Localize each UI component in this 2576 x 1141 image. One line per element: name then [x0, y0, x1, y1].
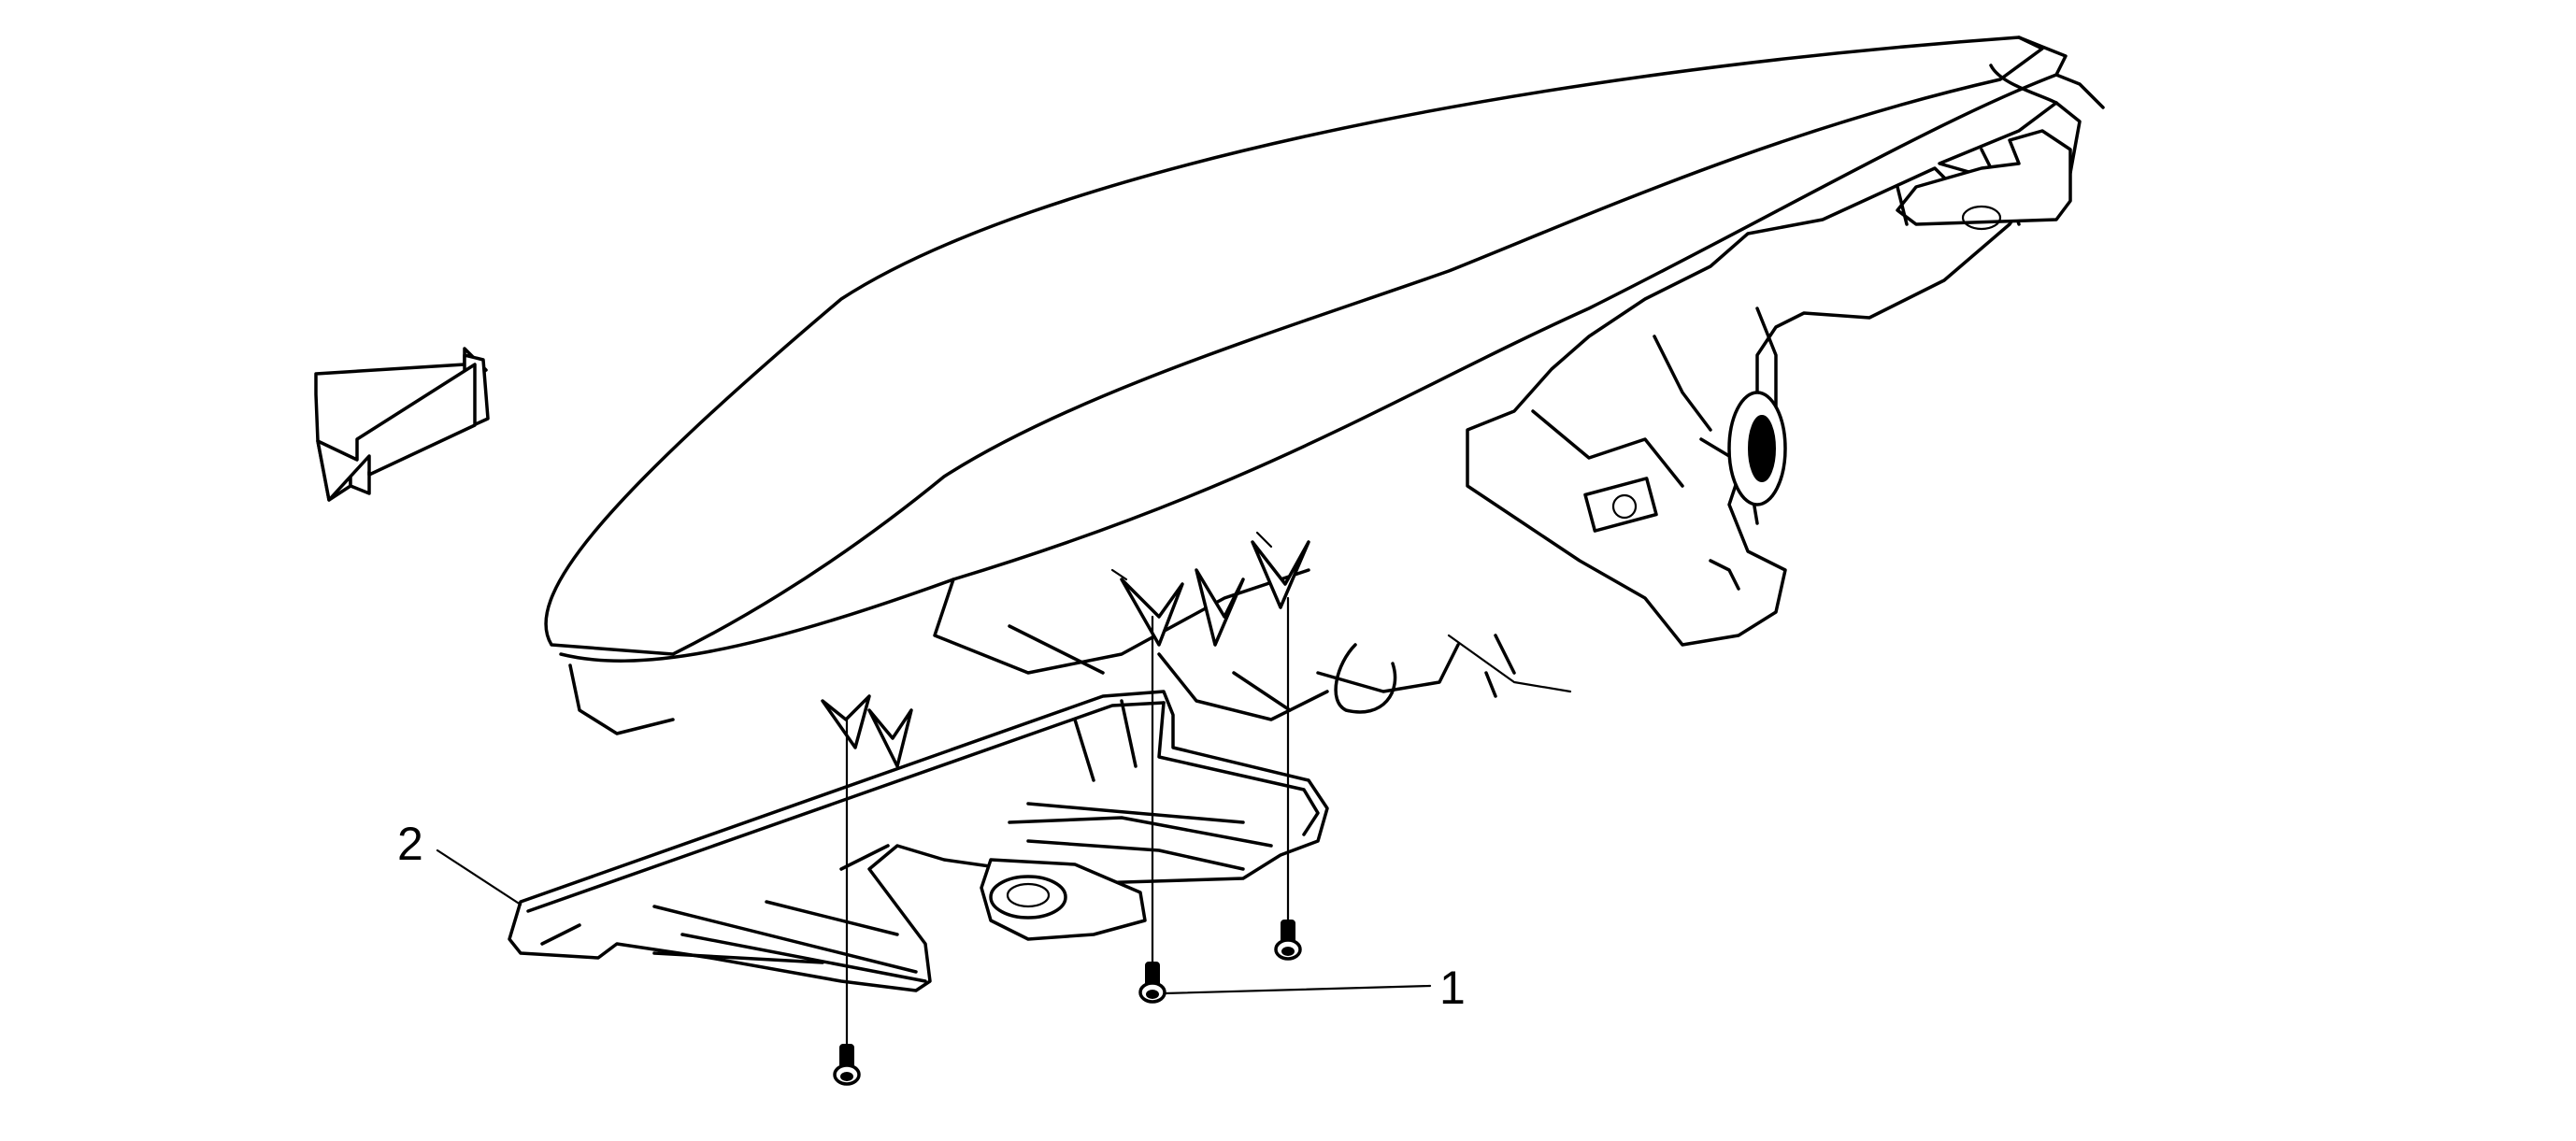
headlamp-housing: [1447, 101, 2082, 698]
callout-2: 2: [397, 818, 522, 906]
direction-arrow-icon: [314, 347, 490, 502]
callout-1-label: 1: [1439, 962, 1466, 1014]
callout-2-leader: [436, 849, 522, 906]
callout-1-leader: [1163, 984, 1432, 995]
fasteners: [833, 596, 1302, 1086]
bracket: [508, 690, 1329, 992]
lower-housing: [933, 568, 1516, 721]
callout-1: 1: [1163, 962, 1466, 1014]
mounting-tab: [1896, 129, 2072, 231]
screw: [1138, 962, 1166, 1004]
screw: [833, 1044, 861, 1086]
callout-2-label: 2: [397, 818, 423, 870]
headlamp-lens: [544, 36, 2105, 735]
screw: [1274, 920, 1302, 961]
